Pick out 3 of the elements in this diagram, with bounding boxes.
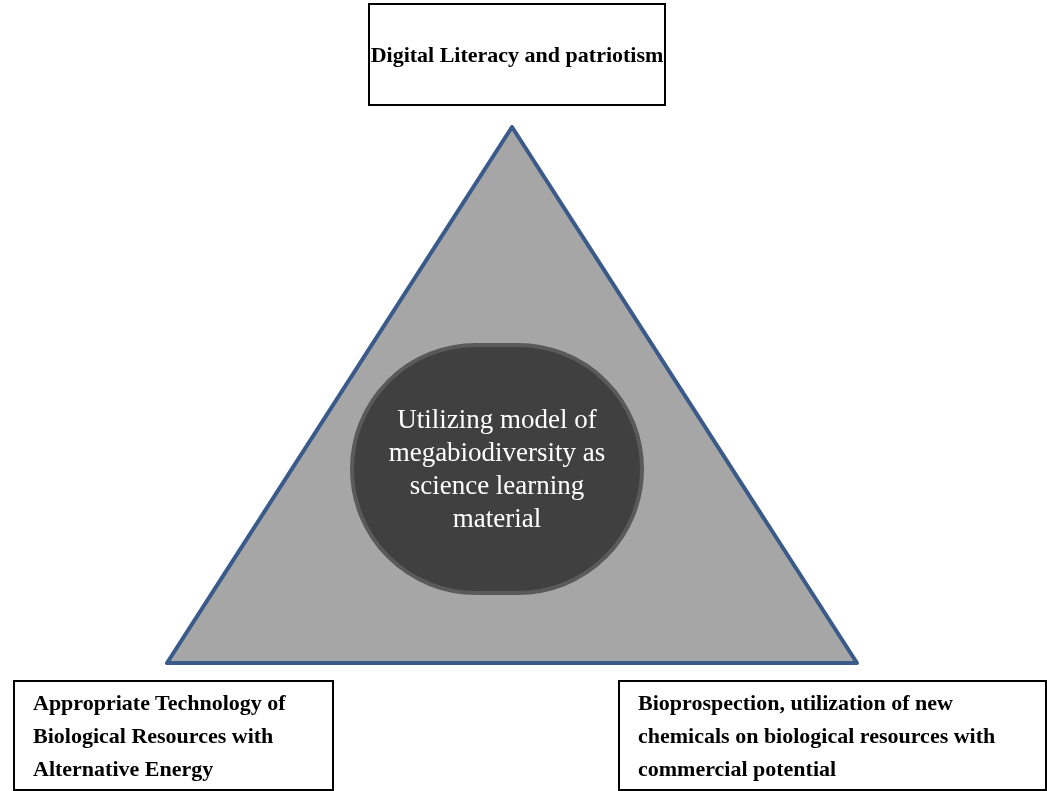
text-box: Appropriate Technology of Biological Resources with Alternative Energy — [13, 680, 334, 791]
text-box: Bioprospection, utilization of new chemicals on biological resources with commercial potential — [618, 680, 1047, 791]
text-box: Digital Literacy and patriotism — [368, 3, 666, 106]
